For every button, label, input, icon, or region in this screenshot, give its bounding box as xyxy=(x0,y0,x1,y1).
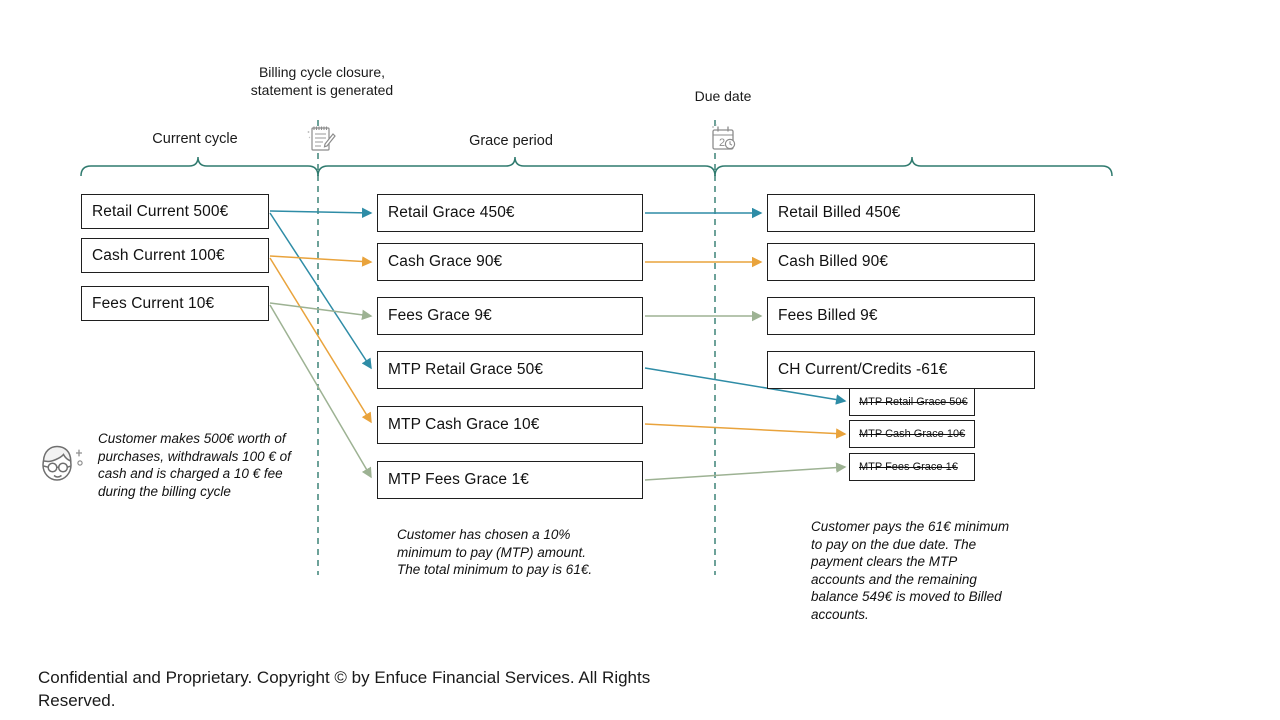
phase-brace-group xyxy=(80,156,1113,177)
account-box-label: MTP Fees Grace 1€ xyxy=(388,471,529,488)
arrow-fees-current-to-fees-grace xyxy=(269,302,373,321)
statement-notepad-icon xyxy=(303,122,339,154)
account-box-label: MTP Cash Grace 10€ xyxy=(388,416,540,433)
svg-text:2: 2 xyxy=(719,137,725,149)
account-box-label: Fees Grace 9€ xyxy=(388,307,492,324)
account-box-retail-billed[interactable]: Retail Billed 450€ xyxy=(767,194,1035,232)
arrow-retail-current-to-retail-grace xyxy=(269,207,373,219)
calendar-due-date-icon: 2 xyxy=(705,122,741,154)
arrow-cash-current-to-mtp-cash-grace xyxy=(269,257,372,424)
account-box-mtp-fees-grace[interactable]: MTP Fees Grace 1€ xyxy=(377,461,643,499)
arrow-cash-current-to-cash-grace xyxy=(269,255,373,267)
cleared-box-mtp-retail-grace[interactable]: MTP Retail Grace 50€ xyxy=(849,388,975,416)
note-customer-spend: Customer makes 500€ worth of purchases, … xyxy=(98,431,291,499)
account-box-label: Fees Billed 9€ xyxy=(778,307,878,324)
account-box-mtp-cash-grace[interactable]: MTP Cash Grace 10€ xyxy=(377,406,643,444)
account-box-cash-billed[interactable]: Cash Billed 90€ xyxy=(767,243,1035,281)
brace-grace-period xyxy=(317,156,716,177)
account-box-label: Cash Billed 90€ xyxy=(778,253,889,270)
cleared-box-mtp-cash-grace[interactable]: MTP Cash Grace 10€ xyxy=(849,420,975,448)
account-box-cash-grace[interactable]: Cash Grace 90€ xyxy=(377,243,643,281)
account-box-label: Retail Grace 450€ xyxy=(388,204,515,221)
milestone-caption-billing-closure: Billing cycle closure, statement is gene… xyxy=(250,64,394,98)
brace-current-cycle xyxy=(80,156,319,177)
note-payment: Customer pays the 61€ minimum to pay on … xyxy=(811,519,1010,622)
brace-billed-period xyxy=(714,156,1113,177)
footer-copyright: Confidential and Proprietary. Copyright … xyxy=(38,668,651,710)
account-box-retail-grace[interactable]: Retail Grace 450€ xyxy=(377,194,643,232)
cleared-box-label: MTP Cash Grace 10€ xyxy=(859,428,966,440)
account-box-label: MTP Retail Grace 50€ xyxy=(388,361,544,378)
account-box-cash-current[interactable]: Cash Current 100€ xyxy=(81,238,269,273)
milestone-caption-due-date: Due date xyxy=(694,88,752,104)
arrow-retail-current-to-mtp-retail-grace xyxy=(269,212,372,370)
account-box-label: CH Current/Credits -61€ xyxy=(778,361,948,378)
arrow-mtp-fees-grace-to-cleared xyxy=(644,462,847,481)
customer-avatar-icon xyxy=(34,438,88,492)
phase-label-grace-period: Grace period xyxy=(469,133,553,149)
account-box-label: Fees Current 10€ xyxy=(92,294,215,312)
account-box-fees-grace[interactable]: Fees Grace 9€ xyxy=(377,297,643,335)
note-mtp-choice: Customer has chosen a 10% minimum to pay… xyxy=(397,527,593,578)
cleared-box-mtp-fees-grace[interactable]: MTP Fees Grace 1€ xyxy=(849,453,975,481)
account-box-label: Cash Grace 90€ xyxy=(388,253,503,270)
arrow-mtp-cash-grace-to-cleared xyxy=(644,423,847,439)
account-box-label: Cash Current 100€ xyxy=(92,246,225,264)
account-box-label: Retail Billed 450€ xyxy=(778,204,901,221)
account-box-label: Retail Current 500€ xyxy=(92,202,229,220)
account-box-ch-current-credits[interactable]: CH Current/Credits -61€ xyxy=(767,351,1035,389)
account-box-fees-billed[interactable]: Fees Billed 9€ xyxy=(767,297,1035,335)
phase-label-current-cycle: Current cycle xyxy=(152,131,238,147)
cleared-box-label: MTP Fees Grace 1€ xyxy=(859,461,958,473)
account-box-fees-current[interactable]: Fees Current 10€ xyxy=(81,286,269,321)
account-box-retail-current[interactable]: Retail Current 500€ xyxy=(81,194,269,229)
cleared-box-label: MTP Retail Grace 50€ xyxy=(859,396,968,408)
account-box-mtp-retail-grace[interactable]: MTP Retail Grace 50€ xyxy=(377,351,643,389)
